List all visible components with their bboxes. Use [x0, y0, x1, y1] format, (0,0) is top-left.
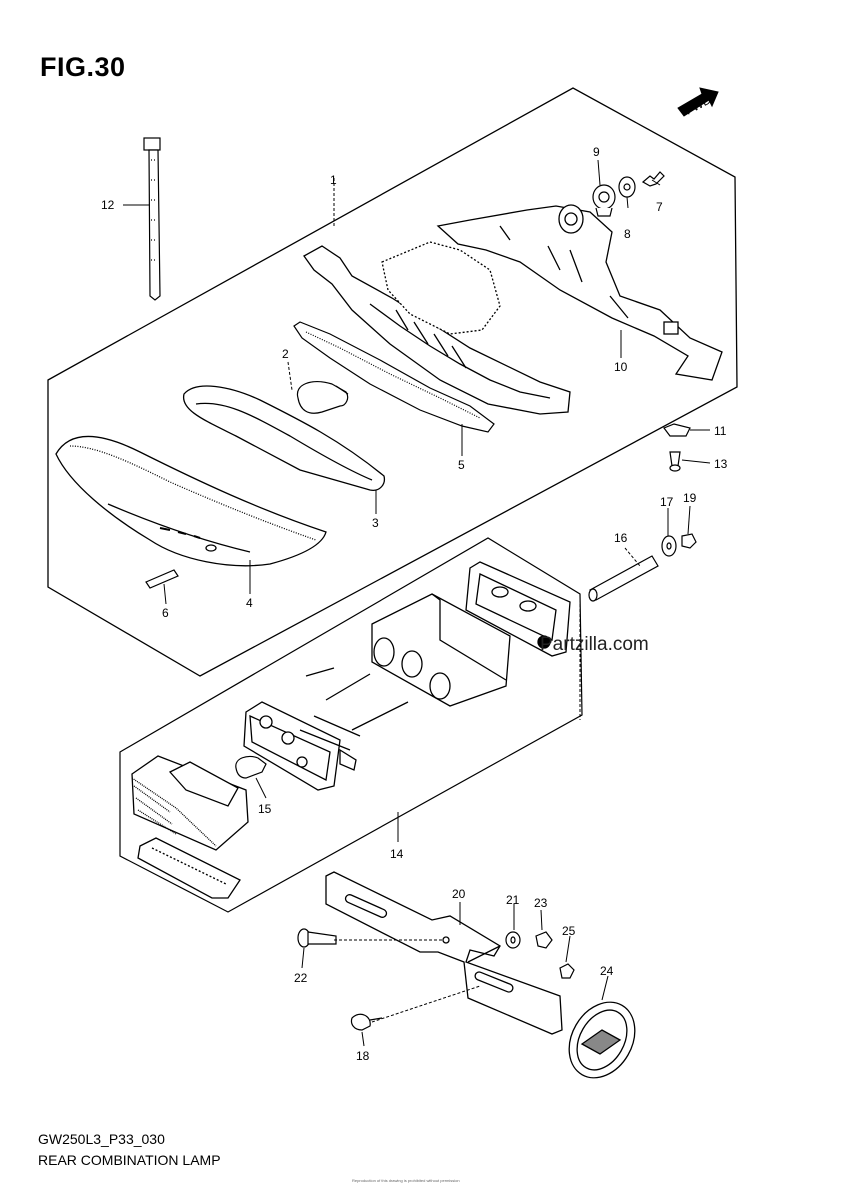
callout-9: 9: [593, 145, 600, 159]
washer-part-21: [505, 931, 521, 949]
spacer-washer-part: [661, 535, 677, 557]
reflector-part: [568, 1001, 636, 1079]
assembly-1-boundary: [47, 87, 738, 677]
callout-22: 22: [294, 971, 308, 985]
nut-part-23: [535, 931, 553, 949]
tapping-screw-part: [669, 451, 681, 472]
callout-15: 15: [258, 802, 272, 816]
lamp-bracket-part: [436, 204, 723, 381]
callout-21: 21: [506, 893, 520, 907]
bulb-part: [296, 381, 349, 414]
copyright-note: Reproduction of this drawing is prohibit…: [352, 1178, 460, 1183]
callout-25: 25: [562, 924, 576, 938]
tail-lamp-housing-part: [303, 241, 571, 415]
cable-tie-part: [143, 137, 161, 301]
license-bulb-part: [235, 755, 267, 779]
inner-lens-part: [183, 385, 386, 491]
reflector-bracket-part: [325, 871, 563, 1035]
callout-14: 14: [390, 847, 404, 861]
callout-23: 23: [534, 896, 548, 910]
license-lamp-assembly-part: [131, 561, 571, 899]
figure-title: FIG.30: [40, 52, 126, 82]
spacer-rod-part: [588, 555, 659, 602]
callout-2: 2: [282, 347, 289, 361]
diagram-code: GW250L3_P33_030: [38, 1131, 165, 1147]
callout-11: 11: [714, 424, 727, 438]
grommet-part: [592, 184, 616, 217]
callout-24: 24: [600, 964, 614, 978]
callout-4: 4: [246, 596, 253, 610]
assembly-14-boundary: [119, 537, 583, 913]
forward-arrow-icon: FWD: [677, 87, 719, 118]
callout-16: 16: [614, 531, 628, 545]
callout-3: 3: [372, 516, 379, 530]
callout-labels: 1 2 3 4 5 6 7 8 9 10 11 12 13 14 15 16 1…: [101, 145, 728, 1063]
callout-5: 5: [458, 458, 465, 472]
lens-gasket-part: [293, 321, 495, 433]
screw-part: [641, 171, 665, 187]
lens-screw-part: [145, 569, 179, 589]
callout-20: 20: [452, 887, 466, 901]
callout-12: 12: [101, 198, 115, 212]
washer-part: [618, 176, 636, 198]
rivet-part: [350, 1013, 383, 1031]
callout-6: 6: [162, 606, 169, 620]
callout-18: 18: [356, 1049, 370, 1063]
callout-17: 17: [660, 495, 674, 509]
callout-10: 10: [614, 360, 628, 374]
callout-7: 7: [656, 200, 663, 214]
diagram-name: REAR COMBINATION LAMP: [38, 1152, 221, 1168]
callout-19: 19: [683, 491, 697, 505]
callout-1: 1: [330, 173, 337, 187]
callout-8: 8: [624, 227, 631, 241]
outer-lens-part: [55, 435, 327, 567]
clip-nut-part: [663, 423, 691, 437]
nut-part-25: [559, 963, 575, 979]
watermark: Partzilla.com: [540, 634, 649, 655]
nut-part-19: [681, 533, 697, 549]
bracket-bolt-part: [297, 928, 337, 948]
callout-13: 13: [714, 457, 728, 471]
